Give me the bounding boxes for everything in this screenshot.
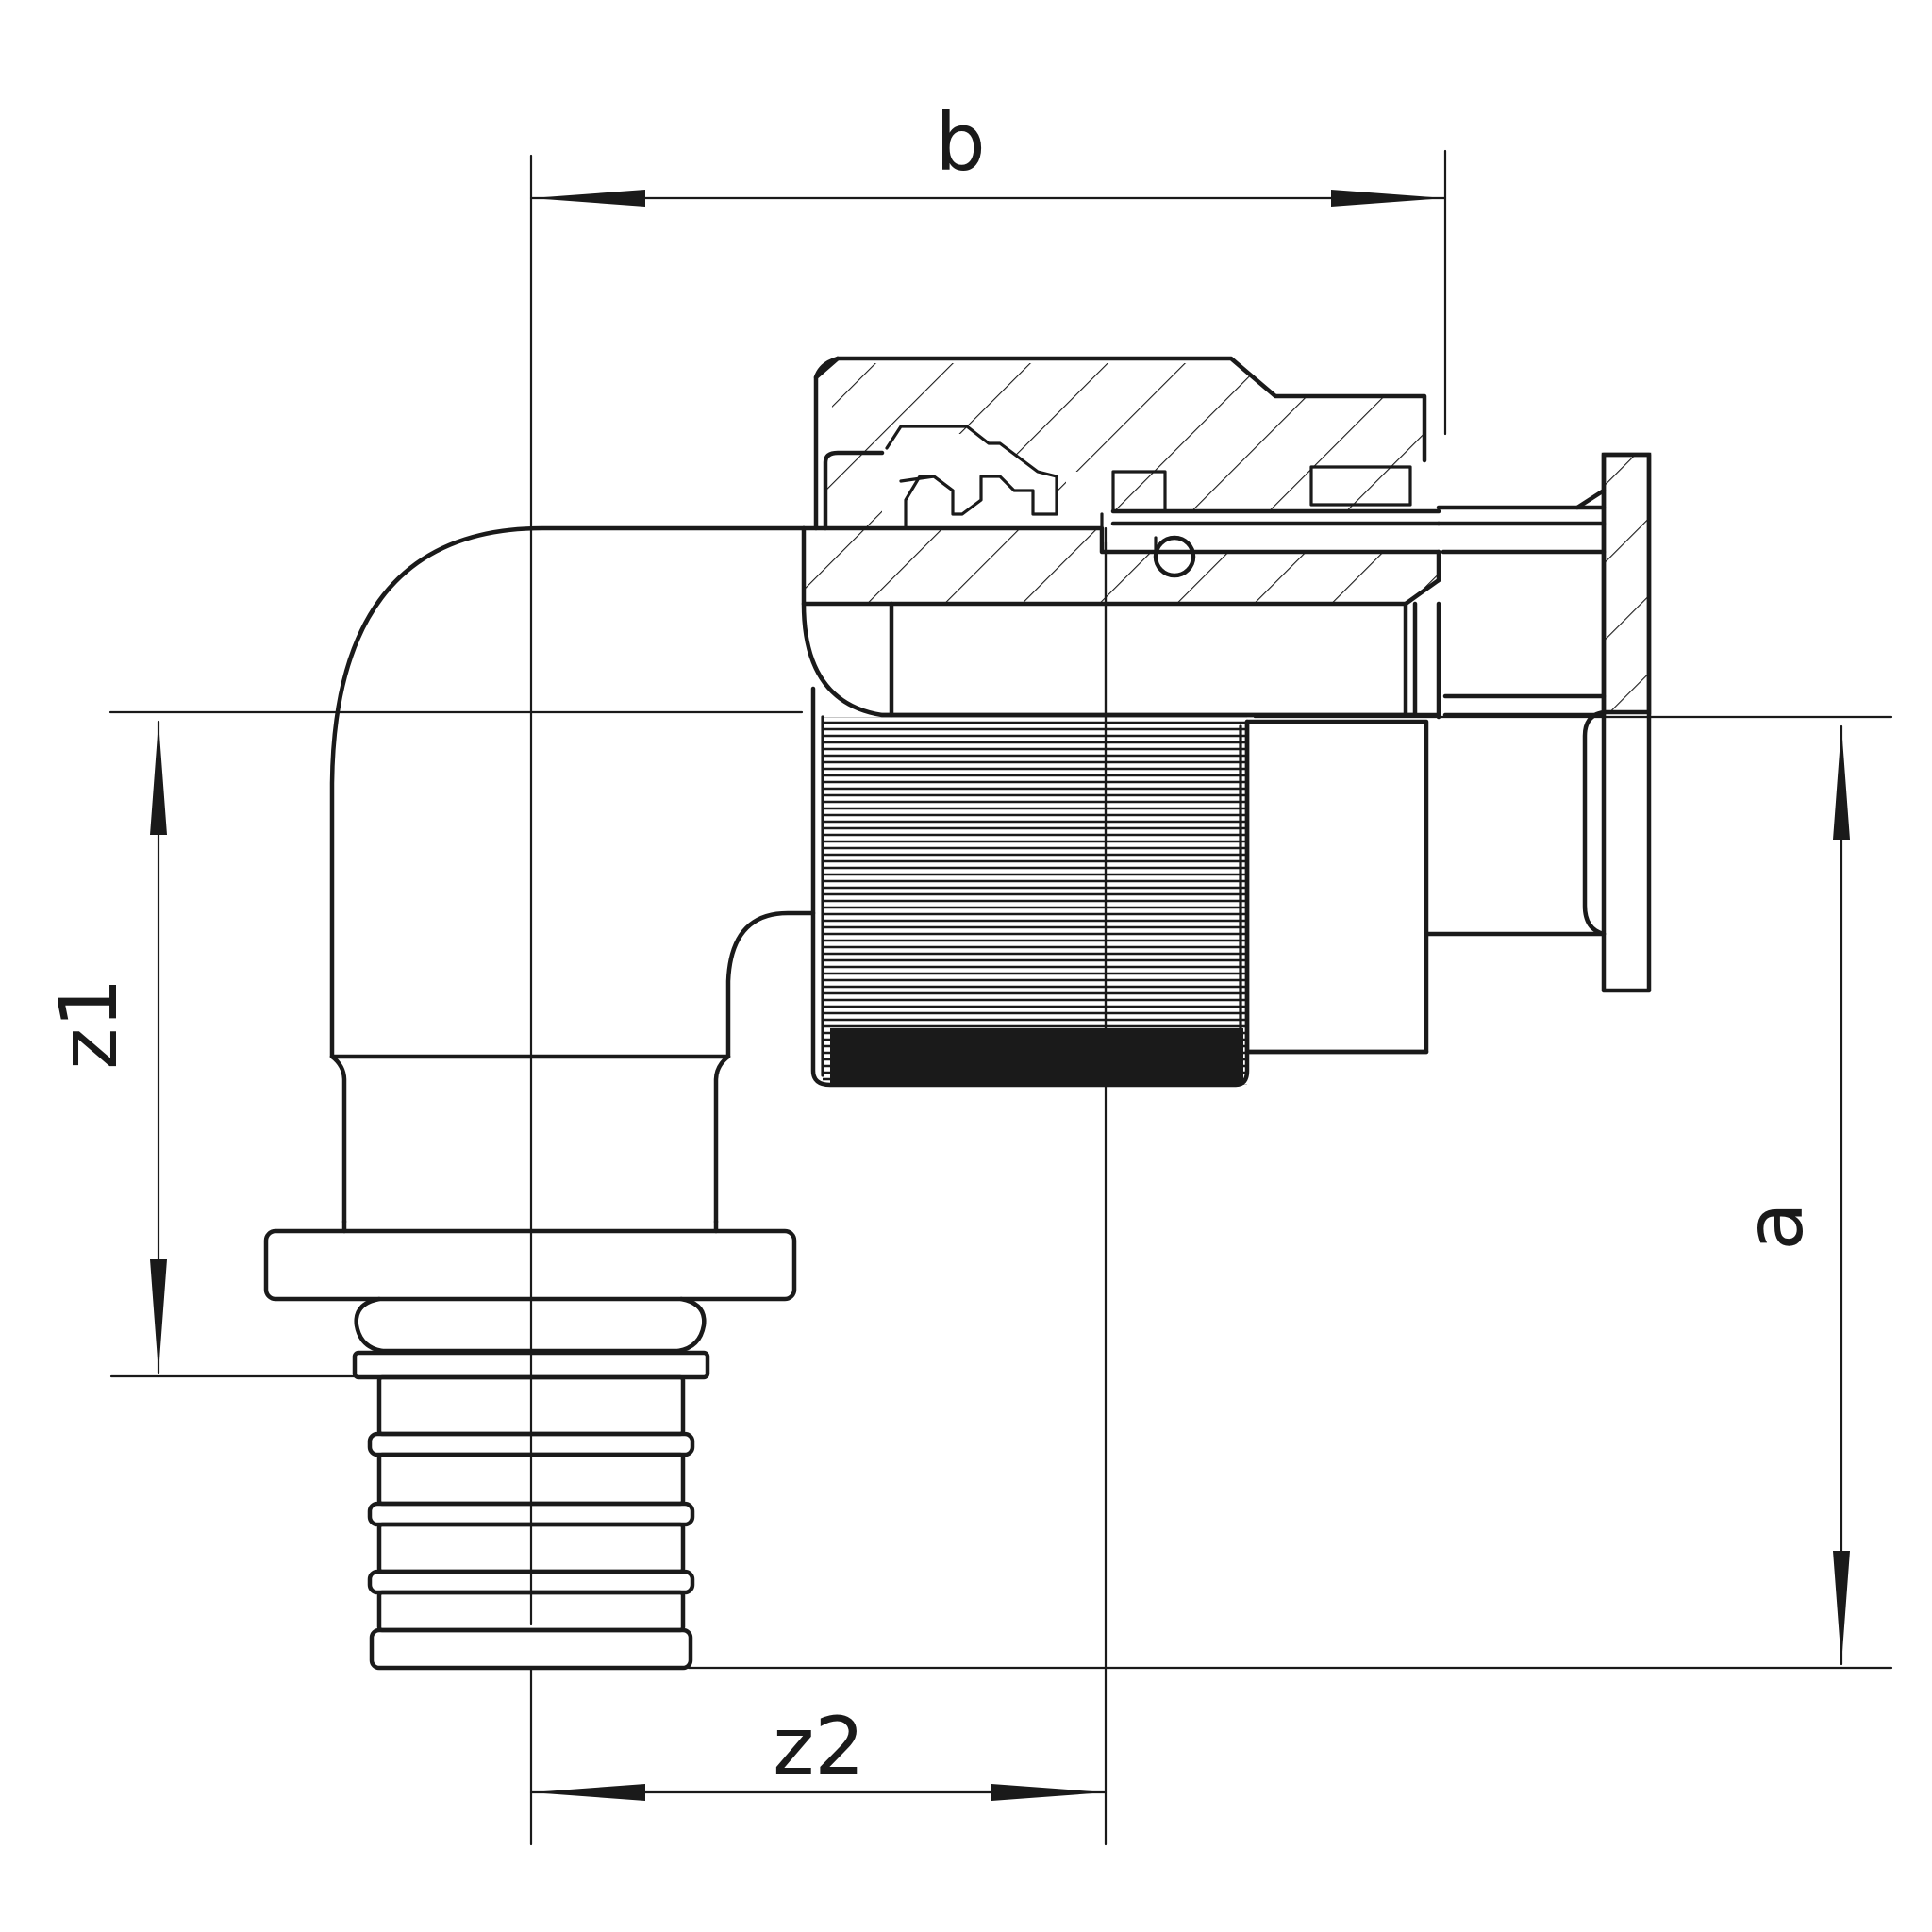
dim-label-z2: z2 (773, 1700, 865, 1792)
dim-label-z1: z1 (42, 977, 135, 1070)
lower-sleeve (801, 525, 1441, 607)
dim-label-b: b (935, 96, 985, 189)
elbow-body (329, 525, 816, 1224)
o-ring (1153, 535, 1196, 578)
dim-label-a: a (1728, 1202, 1821, 1250)
threaded-section (810, 686, 1250, 1088)
pex-barb-insert (352, 1350, 710, 1671)
back-body (1244, 719, 1429, 1055)
sectioned-nut (813, 356, 1441, 540)
mounting-plate (1424, 452, 1652, 993)
